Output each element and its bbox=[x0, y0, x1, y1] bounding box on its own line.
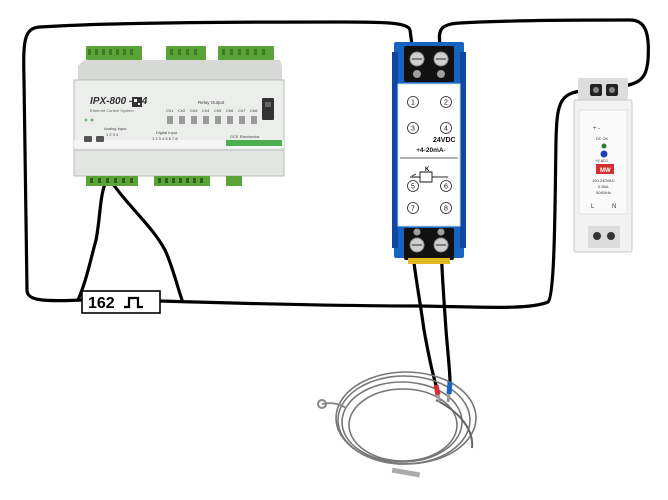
converter-output-text: +4-20mA- bbox=[416, 147, 445, 154]
relay-channel-label: Ch4 bbox=[202, 108, 210, 113]
converter-terminal-circle bbox=[440, 96, 452, 108]
converter-terminal-number: 2 bbox=[444, 100, 448, 107]
relay-channel-label: Ch7 bbox=[238, 108, 246, 113]
relay-output-label: Relay Output bbox=[198, 100, 225, 105]
psu-l-label: L bbox=[591, 204, 595, 210]
wiring-label-box: 162 bbox=[81, 290, 161, 314]
wire-analog-2 bbox=[111, 182, 184, 302]
relay-channel-label: Ch8 bbox=[250, 108, 258, 113]
relay-channel-indicator bbox=[215, 116, 221, 124]
relay-symbol-icon bbox=[410, 171, 448, 183]
converter-terminal-number: 1 bbox=[411, 100, 415, 107]
psu-v-adj: +V ADJ bbox=[595, 159, 608, 163]
converter-terminal-circle bbox=[407, 180, 419, 192]
analog-input-numbers: 1 2 3 4 bbox=[106, 132, 119, 137]
wire-analog-1 bbox=[76, 182, 107, 302]
controller-model: IPX-800 - V4 bbox=[90, 96, 148, 107]
converter-terminal-number: 3 bbox=[411, 126, 415, 133]
ipx800-controller: IPX-800 - V4 Ethernet Control System Rel… bbox=[73, 46, 285, 186]
wire-probe-right bbox=[439, 243, 452, 384]
controller-subtitle: Ethernet Control System bbox=[90, 108, 134, 113]
power-terminal-block bbox=[226, 176, 242, 186]
converter-k-label: K bbox=[425, 167, 430, 173]
controller-brand: GCE Electronics bbox=[230, 134, 259, 139]
wire-top-loop-right bbox=[437, 18, 650, 91]
converter-face bbox=[397, 83, 461, 227]
converter-terminal-circle bbox=[407, 202, 419, 214]
probe-coil-4 bbox=[348, 388, 458, 462]
converter-terminal-number: 6 bbox=[444, 184, 448, 191]
relay-channel-indicator bbox=[227, 116, 233, 124]
digital-input-numbers: 1 2 3 4 5 6 7 8 bbox=[152, 136, 178, 141]
converter-terminal-circle bbox=[407, 96, 419, 108]
converter-terminal-numbers: 1 2 3 4 5 6 7 8 bbox=[407, 96, 452, 214]
relay-channel-label: Ch6 bbox=[226, 108, 234, 113]
psu-spec-line3: 50/60Hz bbox=[596, 190, 611, 195]
converter-terminal-circle bbox=[407, 122, 419, 134]
psu-brand: MW bbox=[600, 168, 611, 174]
relay-channel-indicator bbox=[191, 116, 197, 124]
converter-terminal-number: 8 bbox=[444, 206, 448, 213]
relay-channel-indicator bbox=[167, 116, 173, 124]
psu-dc-ok-led bbox=[601, 143, 607, 149]
converter-terminal-circle bbox=[440, 122, 452, 134]
relay-channel-indicator bbox=[239, 116, 245, 124]
digital-input-label: Digital Input bbox=[156, 130, 178, 135]
relay-channel-label: Ch5 bbox=[214, 108, 222, 113]
relay-channel-indicator bbox=[251, 116, 257, 124]
probe-sensor-tip bbox=[391, 467, 421, 478]
converter-terminal-number: 4 bbox=[444, 126, 448, 133]
psu-spec-line1: 100-240VAC bbox=[592, 178, 615, 183]
relay-channels: Ch1 Ch2 Ch3 Ch4 Ch5 Ch6 Ch7 Ch8 bbox=[166, 108, 258, 124]
relay-channel-label: Ch1 bbox=[166, 108, 174, 113]
signal-converter: 1 2 3 4 5 6 7 8 24VDC +4-20mA- K bbox=[392, 42, 466, 264]
psu-n-label: N bbox=[612, 204, 616, 210]
probe-coil-3 bbox=[335, 371, 477, 465]
wire-probe-left bbox=[410, 243, 438, 387]
analog-terminal-block bbox=[86, 176, 138, 186]
converter-terminal-number: 7 bbox=[411, 206, 415, 213]
relay-channel-indicator bbox=[179, 116, 185, 124]
psu-brand-logo bbox=[596, 164, 614, 174]
analog-input-label: Analog Input bbox=[104, 126, 127, 131]
converter-supply-text: 24VDC bbox=[433, 137, 456, 144]
relay-channel-label: Ch3 bbox=[190, 108, 198, 113]
temperature-probe bbox=[317, 371, 477, 478]
wires bbox=[22, 18, 650, 387]
wire-bottom-return bbox=[158, 88, 592, 309]
psu-dc-ok: DC OK bbox=[596, 137, 608, 141]
psu-adjust-knob bbox=[600, 150, 608, 158]
converter-terminal-circle bbox=[440, 202, 452, 214]
relay-channel-label: Ch2 bbox=[178, 108, 186, 113]
pulse-icon bbox=[124, 296, 143, 309]
top-terminal-block-1 bbox=[86, 46, 142, 60]
probe-coil-2 bbox=[341, 381, 463, 463]
wire-top-loop-left bbox=[22, 20, 414, 303]
converter-terminal-number: 5 bbox=[411, 184, 415, 191]
power-supply: + - DC OK +V ADJ MW 100-240VAC 0.56A 50/… bbox=[573, 78, 633, 253]
psu-plus-minus: + - bbox=[593, 126, 600, 132]
wiring-label-text: 162 bbox=[88, 295, 115, 312]
relay-channel-indicator bbox=[203, 116, 209, 124]
psu-spec-line2: 0.56A bbox=[598, 184, 609, 189]
probe-ring-terminal bbox=[317, 399, 327, 409]
converter-terminal-circle bbox=[440, 180, 452, 192]
